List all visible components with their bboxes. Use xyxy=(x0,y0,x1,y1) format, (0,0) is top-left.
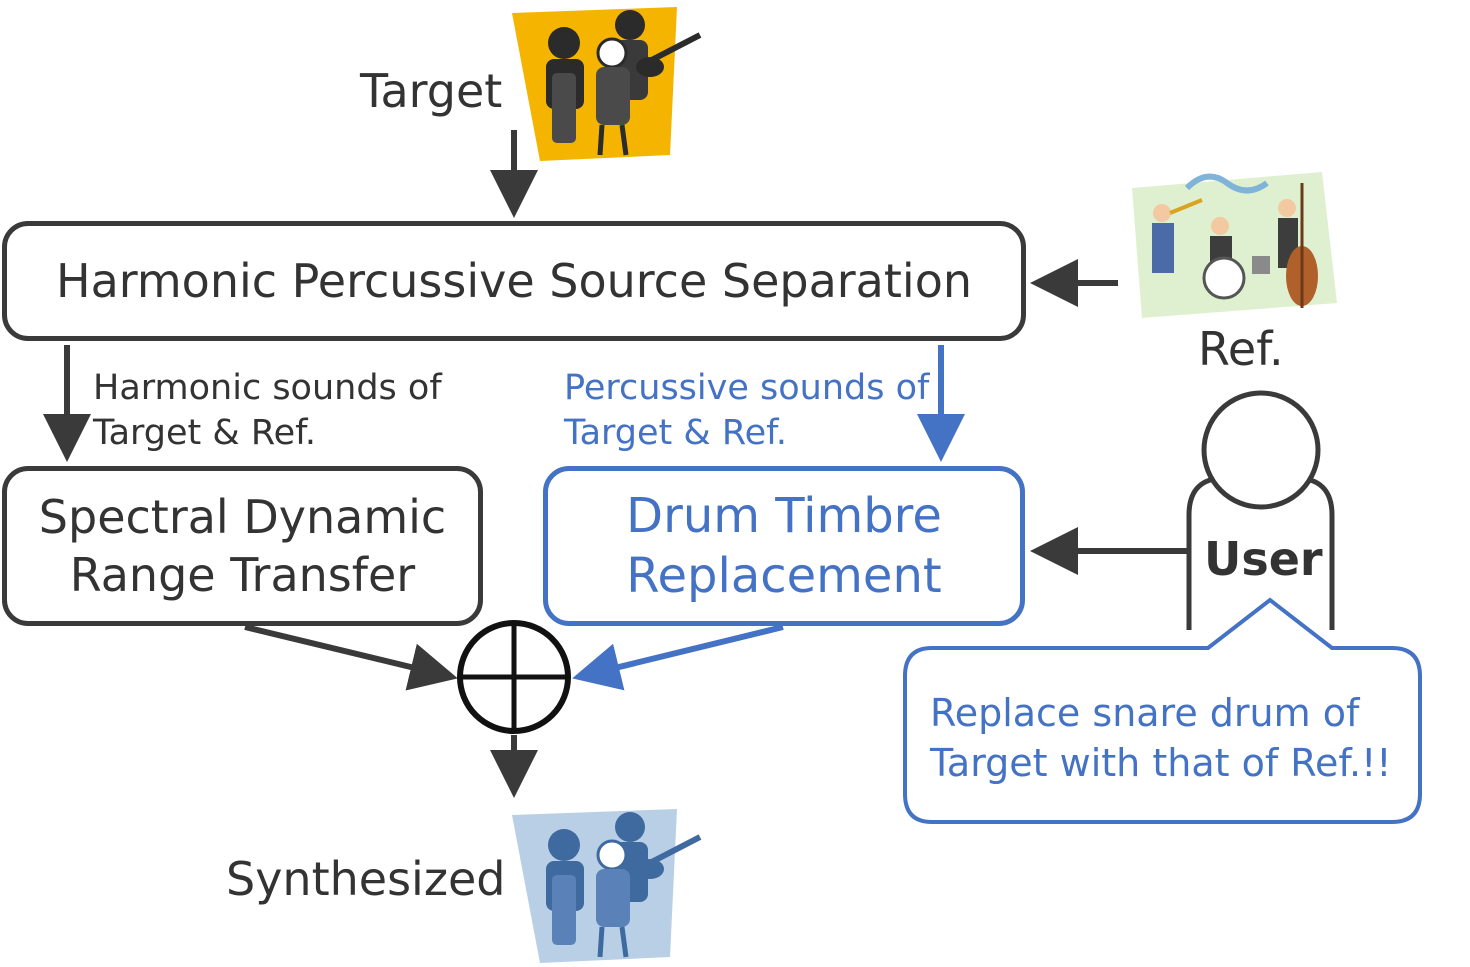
target-label: Target xyxy=(360,64,503,118)
sdrt-label-line2: Range Transfer xyxy=(69,548,416,602)
dtr-box: Drum Timbre Replacement xyxy=(543,466,1025,626)
dtr-label-line2: Replacement xyxy=(626,548,942,604)
hpss-box: Harmonic Percussive Source Separation xyxy=(2,221,1026,341)
percussive-edge-label-line2: Target & Ref. xyxy=(564,413,788,453)
dtr-label-line1: Drum Timbre xyxy=(626,488,942,544)
sdrt-label-line1: Spectral Dynamic xyxy=(38,490,447,544)
synthesized-label: Synthesized xyxy=(226,852,506,906)
circle-plus-icon xyxy=(457,620,571,734)
ref-label: Ref. xyxy=(1198,322,1284,376)
percussive-edge-label: Percussive sounds of Target & Ref. xyxy=(564,366,929,456)
arrow-dtr-to-sum xyxy=(572,624,784,691)
arrow-sdrt-to-sum xyxy=(244,624,458,691)
speech-line1: Replace snare drum of xyxy=(930,691,1360,735)
band-clipart-icon xyxy=(512,7,702,161)
band-clipart-blue-icon xyxy=(512,809,702,963)
sdrt-box: Spectral Dynamic Range Transfer xyxy=(2,466,483,626)
speech-bubble xyxy=(903,597,1422,824)
harmonic-edge-label-line2: Target & Ref. xyxy=(93,413,317,453)
speech-bubble-text: Replace snare drum of Target with that o… xyxy=(930,688,1392,788)
person-icon xyxy=(1186,390,1335,630)
harmonic-edge-label: Harmonic sounds of Target & Ref. xyxy=(93,366,442,456)
percussive-edge-label-line1: Percussive sounds of xyxy=(564,368,930,408)
speech-line2: Target with that of Ref.!! xyxy=(930,741,1392,785)
jazz-band-clipart-icon xyxy=(1132,172,1337,318)
hpss-label: Harmonic Percussive Source Separation xyxy=(55,254,972,308)
harmonic-edge-label-line1: Harmonic sounds of xyxy=(93,368,442,408)
user-label: User xyxy=(1204,532,1323,586)
